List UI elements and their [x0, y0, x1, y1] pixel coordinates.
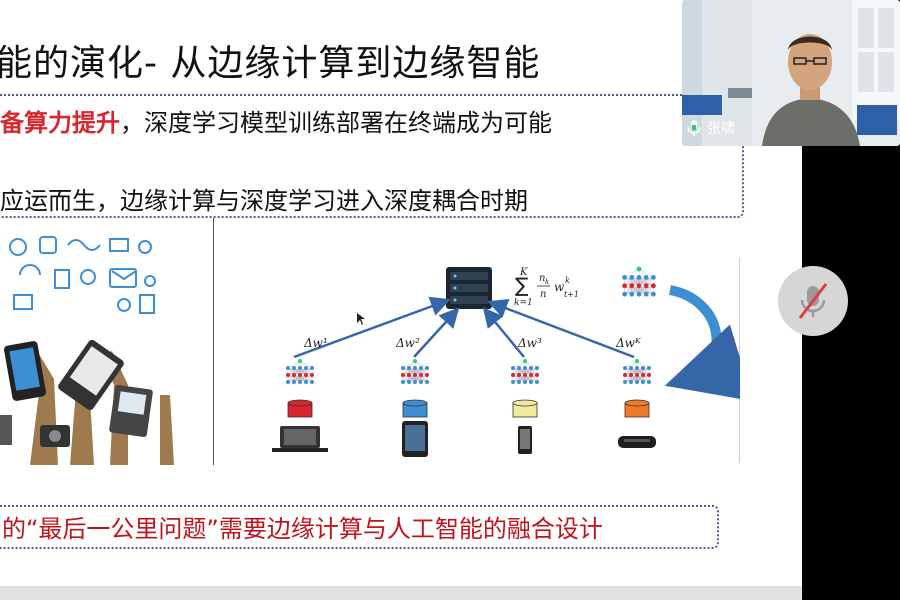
participant-name: 张啸 — [707, 118, 735, 138]
local-data-store-icon — [288, 400, 312, 417]
federated-learning-diagram: Δw¹ Δw² Δw³ Δwᴷ K ∑ k=1 n k n w k t+1 — [214, 255, 740, 465]
aggregation-formula: K ∑ k=1 n k n w k t+1 — [514, 267, 579, 308]
svg-text:n: n — [540, 289, 546, 300]
participant-name-tag: 张啸 — [687, 117, 735, 139]
tablet-icon — [402, 421, 428, 457]
mouse-cursor-icon — [357, 313, 365, 325]
neural-network-icon — [401, 359, 429, 384]
svg-text:k: k — [565, 276, 570, 285]
global-model-network — [622, 267, 656, 297]
delta-label-3: Δw³ — [517, 336, 542, 350]
bullet-1-highlight: 备算力提升 — [0, 109, 120, 137]
phone-icon — [518, 426, 532, 454]
delta-label-1: Δw¹ — [303, 336, 328, 350]
svg-text:k: k — [545, 278, 549, 286]
local-data-store-icon — [403, 400, 427, 417]
slide-title: 能的演化- 从边缘计算到边缘智能 — [0, 34, 540, 86]
svg-text:∑: ∑ — [515, 273, 529, 297]
svg-text:k=1: k=1 — [514, 298, 533, 308]
svg-text:t+1: t+1 — [564, 290, 579, 299]
aggregate-arrow — [670, 290, 717, 380]
neural-network-icon — [623, 359, 651, 384]
local-data-store-icon — [625, 400, 649, 417]
neural-network-icon — [286, 359, 314, 384]
neural-network-icon — [622, 267, 656, 297]
mute-toggle-button[interactable] — [778, 266, 848, 336]
conclusion-text: 的“最后一公里问题”需要边缘计算与人工智能的融合设计 — [2, 509, 603, 544]
participant-video[interactable]: 张啸 — [682, 0, 900, 146]
delta-label-4: Δwᴷ — [615, 336, 642, 350]
local-data-store-icon — [513, 400, 537, 417]
neural-network-icon — [511, 359, 539, 384]
mic-muted-icon — [778, 266, 848, 336]
laptop-icon — [272, 426, 328, 452]
bullet-1-text: ，深度学习模型训练部署在终端成为可能 — [120, 109, 552, 137]
slide-footer-strip — [0, 586, 802, 600]
devices-hands-illustration — [0, 225, 212, 465]
bullet-2: 应运而生，边缘计算与深度学习进入深度耦合时期 — [0, 181, 528, 216]
server-icon — [446, 267, 492, 309]
delta-label-2: Δw² — [395, 336, 420, 350]
bullet-1: 备算力提升，深度学习模型训练部署在终端成为可能 — [0, 103, 552, 138]
router-icon — [618, 436, 656, 448]
mic-active-icon — [687, 119, 701, 137]
